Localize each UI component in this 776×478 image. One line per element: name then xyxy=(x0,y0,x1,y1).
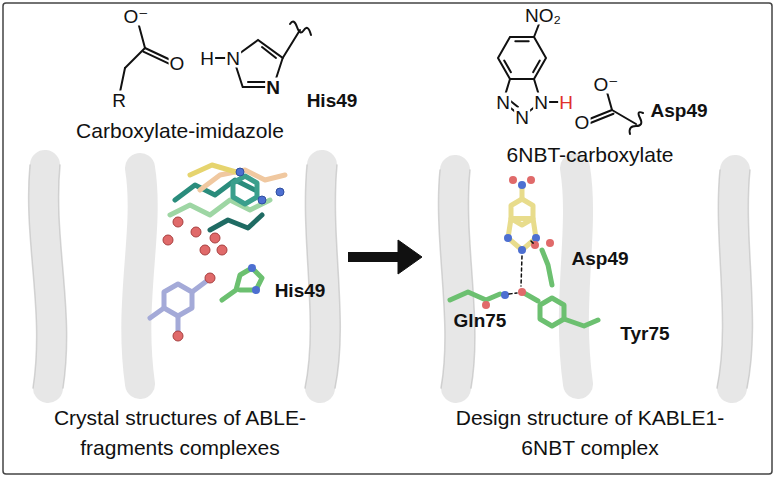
panel-caption: Crystal structures of ABLE-fragments com… xyxy=(30,403,330,462)
atom-label: O⁻ xyxy=(123,7,150,26)
atom-label: O⁻ xyxy=(593,75,620,94)
residue-label: His49 xyxy=(275,281,326,300)
atom-label: H xyxy=(199,49,215,68)
panel: 6NBT-carboxylateDesign structure of KABL… xyxy=(430,140,750,462)
panel-caption: Design structure of KABLE1-6NBT complex xyxy=(440,403,740,462)
residue-label: Asp49 xyxy=(571,249,628,268)
atom-label: R xyxy=(111,91,127,110)
atom-label: N xyxy=(533,93,549,112)
aspartate-structure xyxy=(582,92,643,134)
arrow-head xyxy=(398,240,422,274)
residue-label: His49 xyxy=(307,91,358,110)
residue-label: Gln75 xyxy=(454,311,507,330)
nitrogen-atoms xyxy=(236,168,284,204)
atom-label: N xyxy=(265,78,281,97)
arrow-shaft xyxy=(348,252,398,262)
histidine-side-chain xyxy=(222,264,262,300)
oxygen-atoms xyxy=(163,217,227,341)
atom-label: NO₂ xyxy=(524,6,562,25)
imidazole-structure xyxy=(207,22,311,87)
fragment-ligands xyxy=(150,165,285,334)
atom-label: H xyxy=(558,93,574,112)
atom-label: N xyxy=(225,49,241,68)
protein-helices xyxy=(438,168,752,388)
flow-arrow xyxy=(348,240,422,274)
atom-label: O xyxy=(574,113,591,132)
panel-heading: 6NBT-carboxylate xyxy=(440,140,740,169)
atom-label: O xyxy=(169,54,186,73)
residue-label: Asp49 xyxy=(650,101,707,120)
figure-frame xyxy=(3,3,772,474)
designed-ligand xyxy=(504,176,540,254)
atom-label: N xyxy=(495,93,511,112)
residue-label: Tyr75 xyxy=(620,324,669,343)
panel-heading: Carboxylate-imidazole xyxy=(30,116,330,145)
atom-label: N xyxy=(514,108,530,127)
protein-helices xyxy=(29,165,341,388)
